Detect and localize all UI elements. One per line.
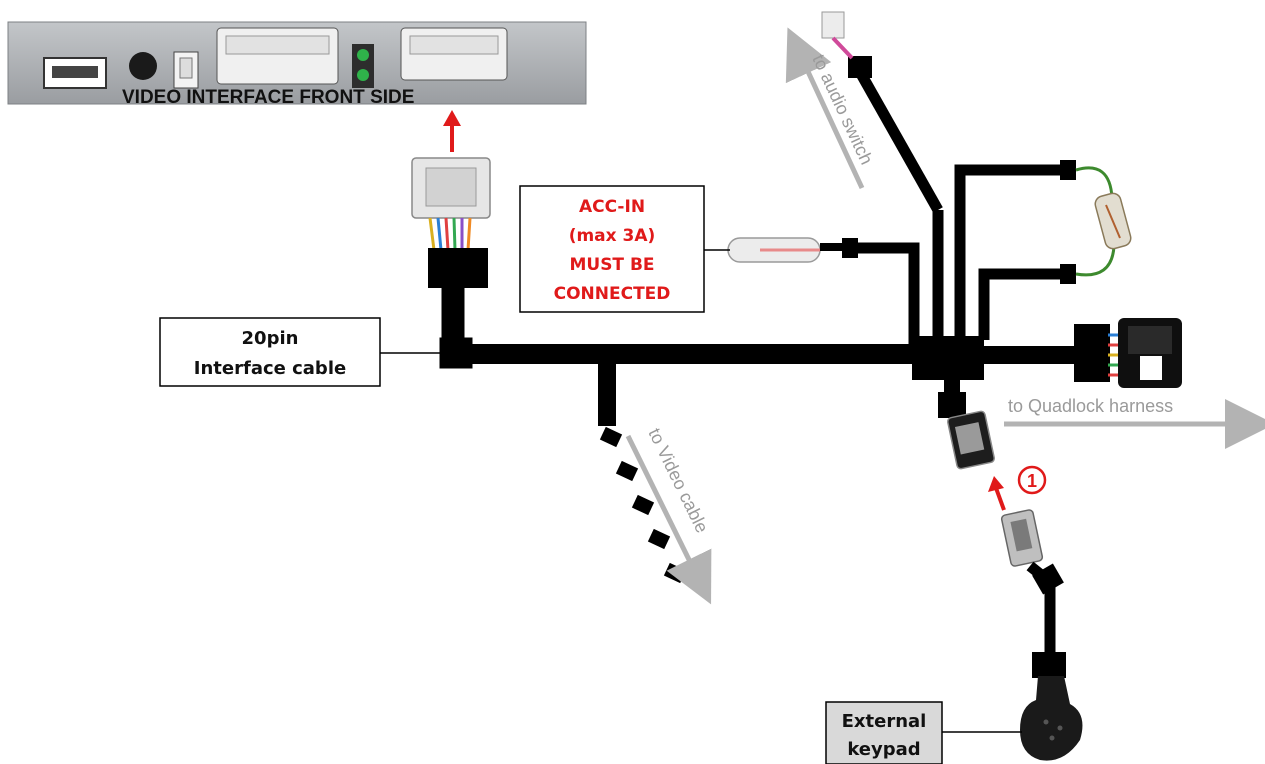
interface-cable-line2: Interface cable [194,358,346,379]
quadlock-connector [1108,318,1182,388]
acc-in-line1: ACC-IN [579,197,645,217]
acc-in-lead [727,237,920,346]
keypad-line2: keypad [847,739,920,760]
video-jack [129,52,157,80]
main-harness [439,287,1110,426]
fuse-holder [954,160,1132,340]
acc-in-line2: (max 3A) [569,226,656,246]
quadlock-arrow: to Quadlock harness [1004,396,1265,449]
device-label: VIDEO INTERFACE FRONT SIDE [122,87,414,108]
interface-cable-label-box: 20pin Interface cable [159,317,442,387]
interface-cable-line1: 20pin [242,328,299,349]
connect-to-device-arrow [443,110,461,152]
keypad-label-box: External keypad [825,701,1022,764]
audio-switch-lead [821,11,944,340]
acc-in-label-box: ACC-IN (max 3A) MUST BE CONNECTED [519,185,730,313]
video-interface-device: VIDEO INTERFACE FRONT SIDE [7,21,587,108]
video-cable-label: to Video cable [644,425,712,536]
step-badge [1017,465,1047,495]
quadlock-label: to Quadlock harness [1008,396,1173,416]
step-number: 1 [1027,471,1037,491]
keypad-line1: External [842,711,927,732]
20pin-plug [411,157,491,288]
acc-in-line3: MUST BE [569,255,654,275]
connect-keypad-arrow: 1 [988,465,1047,511]
acc-in-line4: CONNECTED [554,284,671,304]
keypad-body [1020,676,1083,761]
keypad-cable [938,378,1083,761]
